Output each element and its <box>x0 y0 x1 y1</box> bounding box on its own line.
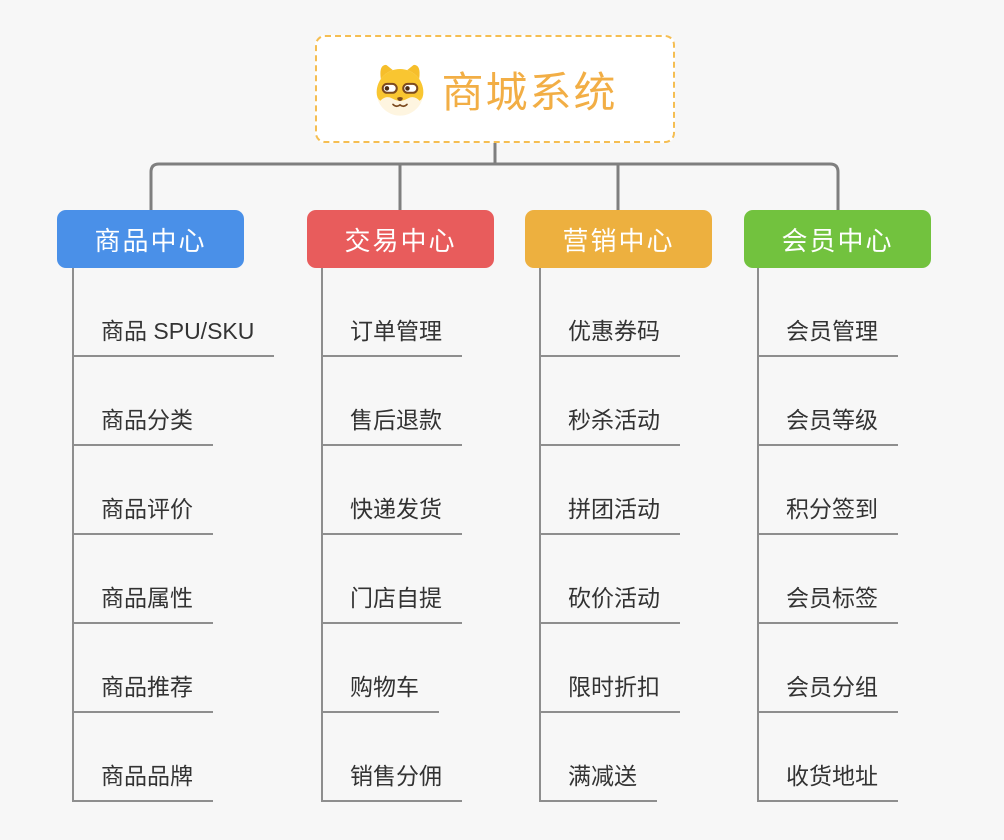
subtopic-item[interactable]: 满减送 <box>541 762 657 802</box>
subtopic-item[interactable]: 商品评价 <box>74 495 213 535</box>
subtopic-item[interactable]: 商品分类 <box>74 406 213 446</box>
subtopic-item[interactable]: 商品品牌 <box>74 762 213 802</box>
branch-label: 商品中心 <box>94 225 207 256</box>
subtopic-item[interactable]: 快递发货 <box>323 495 462 535</box>
subtopic-item[interactable]: 购物车 <box>323 673 439 713</box>
shiba-dog-icon <box>377 64 424 116</box>
subtopic-item[interactable]: 限时折扣 <box>541 673 680 713</box>
subtopic-item[interactable]: 积分签到 <box>759 495 898 535</box>
branch-trade-center[interactable]: 交易中心 <box>307 210 494 268</box>
subtopic-item[interactable]: 优惠券码 <box>541 317 680 357</box>
subtopic-item[interactable]: 售后退款 <box>323 406 462 446</box>
subtopic-item[interactable]: 会员标签 <box>759 584 898 624</box>
subtopic-item[interactable]: 门店自提 <box>323 584 462 624</box>
subtopic-item[interactable]: 会员分组 <box>759 673 898 713</box>
subtopic-item[interactable]: 收货地址 <box>759 762 898 802</box>
branch-product-center[interactable]: 商品中心 <box>57 210 244 268</box>
branch-member-center[interactable]: 会员中心 <box>744 210 931 268</box>
subtopic-item[interactable]: 砍价活动 <box>541 584 680 624</box>
root-topic[interactable]: 商城系统 <box>315 35 675 143</box>
branch-marketing-center[interactable]: 营销中心 <box>525 210 712 268</box>
subtopic-item[interactable]: 会员等级 <box>759 406 898 446</box>
branch-column-trade: 订单管理 售后退款 快递发货 门店自提 购物车 销售分佣 <box>321 268 551 802</box>
branch-column-product: 商品 SPU/SKU 商品分类 商品评价 商品属性 商品推荐 商品品牌 <box>72 268 302 802</box>
branch-column-member: 会员管理 会员等级 积分签到 会员标签 会员分组 收货地址 <box>757 268 987 802</box>
branch-label: 交易中心 <box>344 225 457 256</box>
subtopic-item[interactable]: 销售分佣 <box>323 762 462 802</box>
branch-label: 营销中心 <box>562 225 675 256</box>
branch-column-marketing: 优惠券码 秒杀活动 拼团活动 砍价活动 限时折扣 满减送 <box>539 268 769 802</box>
root-topic-label: 商城系统 <box>441 68 618 116</box>
subtopic-item[interactable]: 商品推荐 <box>74 673 213 713</box>
subtopic-item[interactable]: 拼团活动 <box>541 495 680 535</box>
subtopic-item[interactable]: 商品 SPU/SKU <box>74 317 275 357</box>
branch-label: 会员中心 <box>781 225 894 256</box>
subtopic-item[interactable]: 会员管理 <box>759 317 898 357</box>
subtopic-item[interactable]: 商品属性 <box>74 584 213 624</box>
subtopic-item[interactable]: 订单管理 <box>323 317 462 357</box>
subtopic-item[interactable]: 秒杀活动 <box>541 406 680 446</box>
